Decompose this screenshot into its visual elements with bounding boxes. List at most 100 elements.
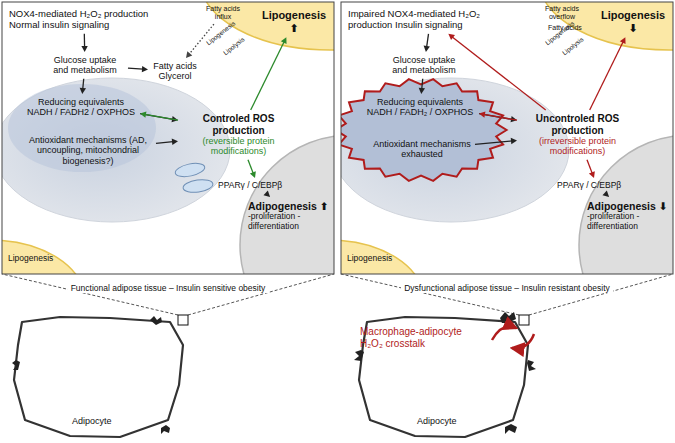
node-text: Reducing equivalents NADH / FADH2 / OXPH… bbox=[25, 97, 137, 118]
zoom-line bbox=[188, 274, 334, 315]
lipid-droplet bbox=[2, 240, 85, 274]
text-node: Fatty acids Glycerol bbox=[151, 61, 199, 82]
connector-line bbox=[475, 141, 512, 144]
text-node: Adipogenesis ⬇-proliferation -differenti… bbox=[587, 200, 672, 232]
arrowhead bbox=[602, 191, 609, 197]
connector bbox=[248, 160, 256, 178]
cytoplasm bbox=[2, 78, 230, 222]
label: Lipolysis bbox=[561, 35, 585, 56]
adipocyte-outline bbox=[359, 317, 528, 437]
connector-line bbox=[421, 79, 423, 89]
connector-line bbox=[248, 160, 253, 174]
arrowhead bbox=[281, 37, 287, 44]
connector-line bbox=[427, 34, 429, 47]
macrophage bbox=[150, 316, 162, 325]
text-node: Fatty acids overflow bbox=[537, 5, 587, 21]
text-node: Reducing equivalents NADH / FADH2 / OXPH… bbox=[25, 97, 137, 118]
panel-frame bbox=[2, 2, 334, 274]
mitochondrion bbox=[174, 161, 206, 179]
label: Lipogenesis bbox=[347, 254, 392, 264]
cytoplasm bbox=[341, 78, 569, 222]
connector bbox=[590, 37, 626, 110]
text-node: Lipogenesis ⬆ bbox=[258, 9, 330, 34]
label: Adipocyte bbox=[417, 416, 457, 426]
node-text: -proliferation -differentiation bbox=[248, 212, 333, 232]
zoom-line bbox=[341, 274, 519, 315]
arrowhead bbox=[186, 51, 192, 58]
left-panel-art bbox=[2, 2, 334, 274]
connector-line bbox=[82, 79, 84, 89]
node-text: Fatty acids Glycerol bbox=[151, 61, 199, 82]
text-node: Fatty acids influx bbox=[198, 5, 248, 21]
connector bbox=[419, 79, 425, 94]
arrowhead bbox=[81, 46, 87, 52]
node-text: Uncontroled ROS production bbox=[520, 113, 635, 136]
node-text: Antioxidant mechanisms exhausted bbox=[372, 139, 472, 160]
connector-line bbox=[251, 42, 284, 110]
connector bbox=[587, 160, 595, 178]
node-text: -proliferation -differentiation bbox=[587, 212, 672, 232]
arrowhead bbox=[589, 171, 595, 178]
panel-caption: Functional adipose tissue – Insulin sens… bbox=[68, 283, 269, 293]
text-node: Uncontroled ROS production(irreversible … bbox=[520, 113, 635, 157]
arrowhead bbox=[424, 46, 430, 52]
node-text: Adipogenesis ⬇ bbox=[587, 200, 672, 212]
crosstalk-arrow bbox=[512, 334, 534, 348]
node-text: Controled ROS production bbox=[181, 113, 296, 136]
node-text: Fatty acids influx bbox=[198, 5, 248, 21]
text-node: Glucose uptake and metabolism bbox=[384, 55, 464, 76]
arrowhead bbox=[80, 88, 86, 94]
connector-line bbox=[452, 37, 545, 110]
zoom-panel: Dysfunctional adipose tissue – Insulin r… bbox=[341, 2, 673, 274]
crosstalk-arrow bbox=[492, 327, 516, 341]
text-node: Reducing equivalents NADH / FADH₂ / OXPH… bbox=[364, 97, 476, 118]
text-node: NOX4-mediated H₂O₂ production Normal ins… bbox=[9, 9, 159, 31]
right-panel-art bbox=[341, 2, 673, 274]
macrophage bbox=[354, 350, 364, 361]
node-text: PPARγ / C/EBPβ bbox=[557, 181, 637, 191]
lipid-droplet bbox=[341, 240, 424, 274]
zoom-panel: Functional adipose tissue – Insulin sens… bbox=[2, 2, 334, 274]
text-node: Glucose uptake and metabolism bbox=[45, 55, 125, 76]
connector-line bbox=[128, 68, 143, 69]
arrowhead bbox=[620, 37, 626, 44]
connector-line bbox=[145, 114, 178, 120]
macrophage bbox=[161, 425, 170, 434]
adipocyte-outline bbox=[14, 317, 183, 437]
node-text: Adipogenesis ⬆ bbox=[248, 200, 333, 212]
arrowhead bbox=[142, 66, 148, 72]
text-node: Antioxidant mechanisms exhausted bbox=[372, 139, 472, 160]
connector bbox=[602, 191, 609, 197]
macrophage bbox=[505, 424, 517, 434]
arrowhead bbox=[448, 34, 455, 40]
node-text: PPARγ / C/EBPβ bbox=[218, 181, 298, 191]
text-node: Antioxidant mechanisms (AD, uncoupling, … bbox=[23, 135, 153, 166]
text-node: Lipogenesis ⬇ bbox=[597, 9, 669, 34]
text-node: PPARγ / C/EBPβ bbox=[218, 181, 298, 191]
node-text: Antioxidant mechanisms (AD, uncoupling, … bbox=[23, 135, 153, 166]
macrophage bbox=[12, 360, 20, 370]
node-text: NOX4-mediated H₂O₂ production Normal ins… bbox=[9, 9, 159, 31]
arrowhead bbox=[140, 111, 146, 117]
zoom-square bbox=[178, 315, 188, 325]
connector bbox=[263, 191, 270, 197]
label: Lipolysis bbox=[222, 35, 246, 56]
connector bbox=[81, 34, 87, 52]
panel-frame bbox=[341, 2, 673, 274]
node-text: Glucose uptake and metabolism bbox=[45, 55, 125, 76]
zoom-line bbox=[529, 274, 673, 315]
text-node: Impaired NOX4-mediated H₂O₂ production I… bbox=[348, 9, 513, 31]
connector bbox=[479, 111, 517, 120]
connector bbox=[140, 111, 178, 120]
label: Adipocyte bbox=[72, 416, 112, 426]
node-text: Reducing equivalents NADH / FADH₂ / OXPH… bbox=[364, 97, 476, 118]
connector bbox=[80, 79, 86, 94]
node-text: (irreversible protein modifications) bbox=[520, 136, 635, 157]
connector-line bbox=[587, 160, 592, 174]
connector bbox=[424, 34, 430, 52]
connector-line bbox=[84, 34, 86, 47]
arrowhead bbox=[511, 138, 517, 144]
connector-line bbox=[484, 114, 517, 120]
text-node: Adipogenesis ⬆-proliferation -differenti… bbox=[248, 200, 333, 232]
